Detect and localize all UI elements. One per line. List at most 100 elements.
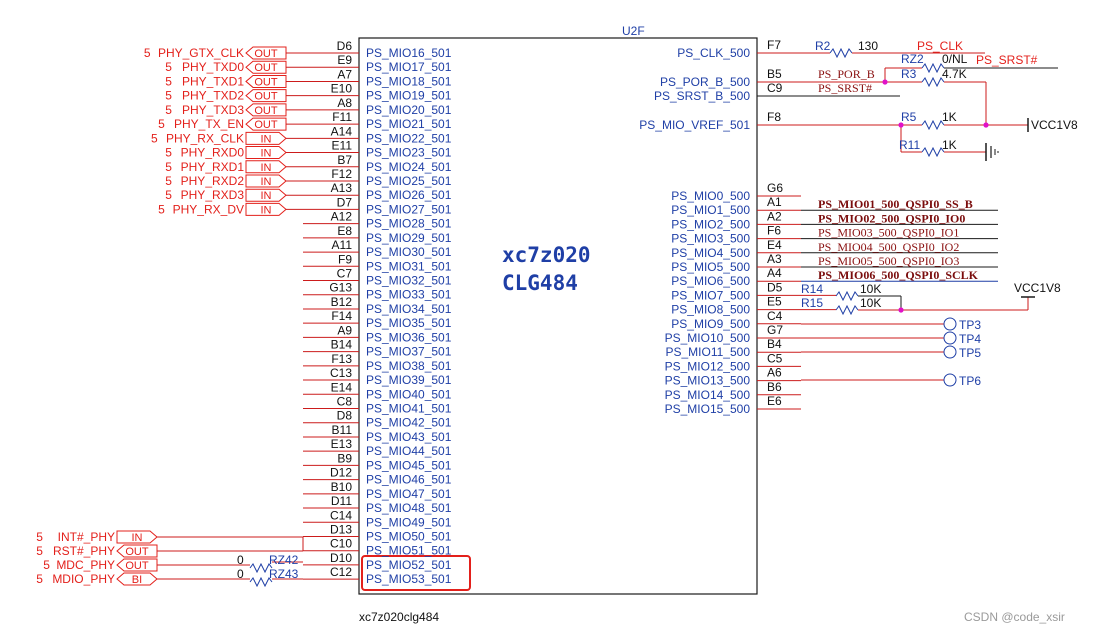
r3-value: 4.7K xyxy=(942,67,967,81)
pin-name: PS_MIO38_501 xyxy=(366,359,452,373)
pin-name: PS_MIO43_501 xyxy=(366,430,452,444)
pin-number: G13 xyxy=(329,281,352,295)
watermark: CSDN @code_xsir xyxy=(964,610,1065,624)
rz42-value: 0 xyxy=(237,553,244,567)
pin-name: PS_MIO35_501 xyxy=(366,316,452,330)
bootstrap-circuit: VCC1V8 R14 10K R15 10K TP3 TP4 TP5 TP6 xyxy=(801,281,1061,388)
pin-name: PS_MIO30_501 xyxy=(366,245,452,259)
net-port-dir: OUT xyxy=(254,119,278,131)
pin-number: C13 xyxy=(330,366,352,380)
pin-number: B9 xyxy=(337,451,352,465)
pin-number: E6 xyxy=(767,394,782,408)
net-label: PHY_TXD0 xyxy=(182,60,244,74)
net-ps-srst-top: PS_SRST# xyxy=(976,53,1038,67)
junction-r11 xyxy=(898,122,904,128)
pin-name: PS_MIO29_501 xyxy=(366,231,452,245)
net-label: INT#_PHY xyxy=(58,530,115,544)
pin-number: F11 xyxy=(332,110,352,124)
net-port-icon xyxy=(116,530,158,544)
pin-number: B5 xyxy=(767,67,782,81)
net-port-icon xyxy=(245,160,287,174)
net-label: PHY_RXD2 xyxy=(181,174,245,188)
pin-name: PS_MIO24_501 xyxy=(366,160,452,174)
pin-name: PS_MIO4_500 xyxy=(671,246,750,260)
resistor-r5 xyxy=(921,119,945,131)
rz2-value: 0/NL xyxy=(942,52,968,66)
pin-name: PS_MIO17_501 xyxy=(366,60,452,74)
net-label: PS_MIO01_500_QSPI0_SS_B xyxy=(818,197,973,211)
pin-number: B7 xyxy=(337,153,352,167)
testpoint-tp3-icon xyxy=(943,317,957,331)
net-label: PHY_RX_DV xyxy=(173,202,244,216)
net-sheet-ref: 5 xyxy=(165,160,172,174)
highlight-box xyxy=(361,555,471,591)
testpoint-tp6-icon xyxy=(943,373,957,387)
pin-name: PS_MIO42_501 xyxy=(366,416,452,430)
net-port-dir: OUT xyxy=(254,91,278,103)
r3-ref: R3 xyxy=(901,67,917,81)
pin-number: F8 xyxy=(767,110,781,124)
pin-name: PS_MIO37_501 xyxy=(366,345,452,359)
pin-number: B4 xyxy=(767,337,782,351)
r11-ref: R11 xyxy=(899,138,920,152)
pin-number: D11 xyxy=(331,494,352,508)
net-sheet-ref: 5 xyxy=(151,131,158,145)
pin-number: C4 xyxy=(767,309,783,323)
r11-value: 1K xyxy=(942,138,957,152)
pin-number: C8 xyxy=(337,395,353,409)
testpoint-tp5-icon xyxy=(943,345,957,359)
net-sheet-ref: 5 xyxy=(165,103,172,117)
net-port-dir: OUT xyxy=(125,546,149,558)
rz43-value: 0 xyxy=(237,567,244,581)
pin-number: D7 xyxy=(337,195,353,209)
net-port-icon xyxy=(245,131,287,145)
pin-name: PS_SRST_B_500 xyxy=(654,89,750,103)
mdio-series-resistors: 0 RZ42 0 RZ43 xyxy=(237,553,299,588)
pin-number: F9 xyxy=(338,252,352,266)
pin-number: E13 xyxy=(331,437,353,451)
pin-number: D6 xyxy=(337,39,353,53)
net-label: PS_MIO02_500_QSPI0_IO0 xyxy=(818,211,965,225)
pin-name: PS_MIO14_500 xyxy=(665,388,751,402)
pin-number: A2 xyxy=(767,209,782,223)
net-sheet-ref: 5 xyxy=(165,60,172,74)
chip-footer-part: xc7z020clg484 xyxy=(359,610,439,624)
net-label: PS_MIO03_500_QSPI0_IO1 xyxy=(818,226,959,240)
pin-name: PS_CLK_500 xyxy=(677,46,750,60)
pin-number: A13 xyxy=(331,181,353,195)
pin-number: A7 xyxy=(337,67,352,81)
net-sheet-ref: 5 xyxy=(43,558,50,572)
pin-name: PS_MIO52_501 xyxy=(366,558,452,572)
net-port-dir: IN xyxy=(132,532,143,544)
net-sheet-ref: 5 xyxy=(165,89,172,103)
pin-number: F13 xyxy=(331,352,352,366)
pin-name: PS_MIO49_501 xyxy=(366,515,452,529)
net-port-icon xyxy=(245,146,287,160)
tp5-label: TP5 xyxy=(959,346,981,360)
pin-name: PS_MIO6_500 xyxy=(671,274,750,288)
chip-name-line2: CLG484 xyxy=(502,271,578,295)
pin-number: A12 xyxy=(331,210,353,224)
resistor-rz43 xyxy=(249,576,273,588)
pin-name: PS_MIO26_501 xyxy=(366,188,452,202)
net-port-dir: IN xyxy=(261,176,272,188)
pin-name: PS_MIO47_501 xyxy=(366,487,452,501)
testpoint-tp4-icon xyxy=(943,331,957,345)
pin-name: PS_MIO13_500 xyxy=(665,374,751,388)
pin-number: D12 xyxy=(330,466,352,480)
